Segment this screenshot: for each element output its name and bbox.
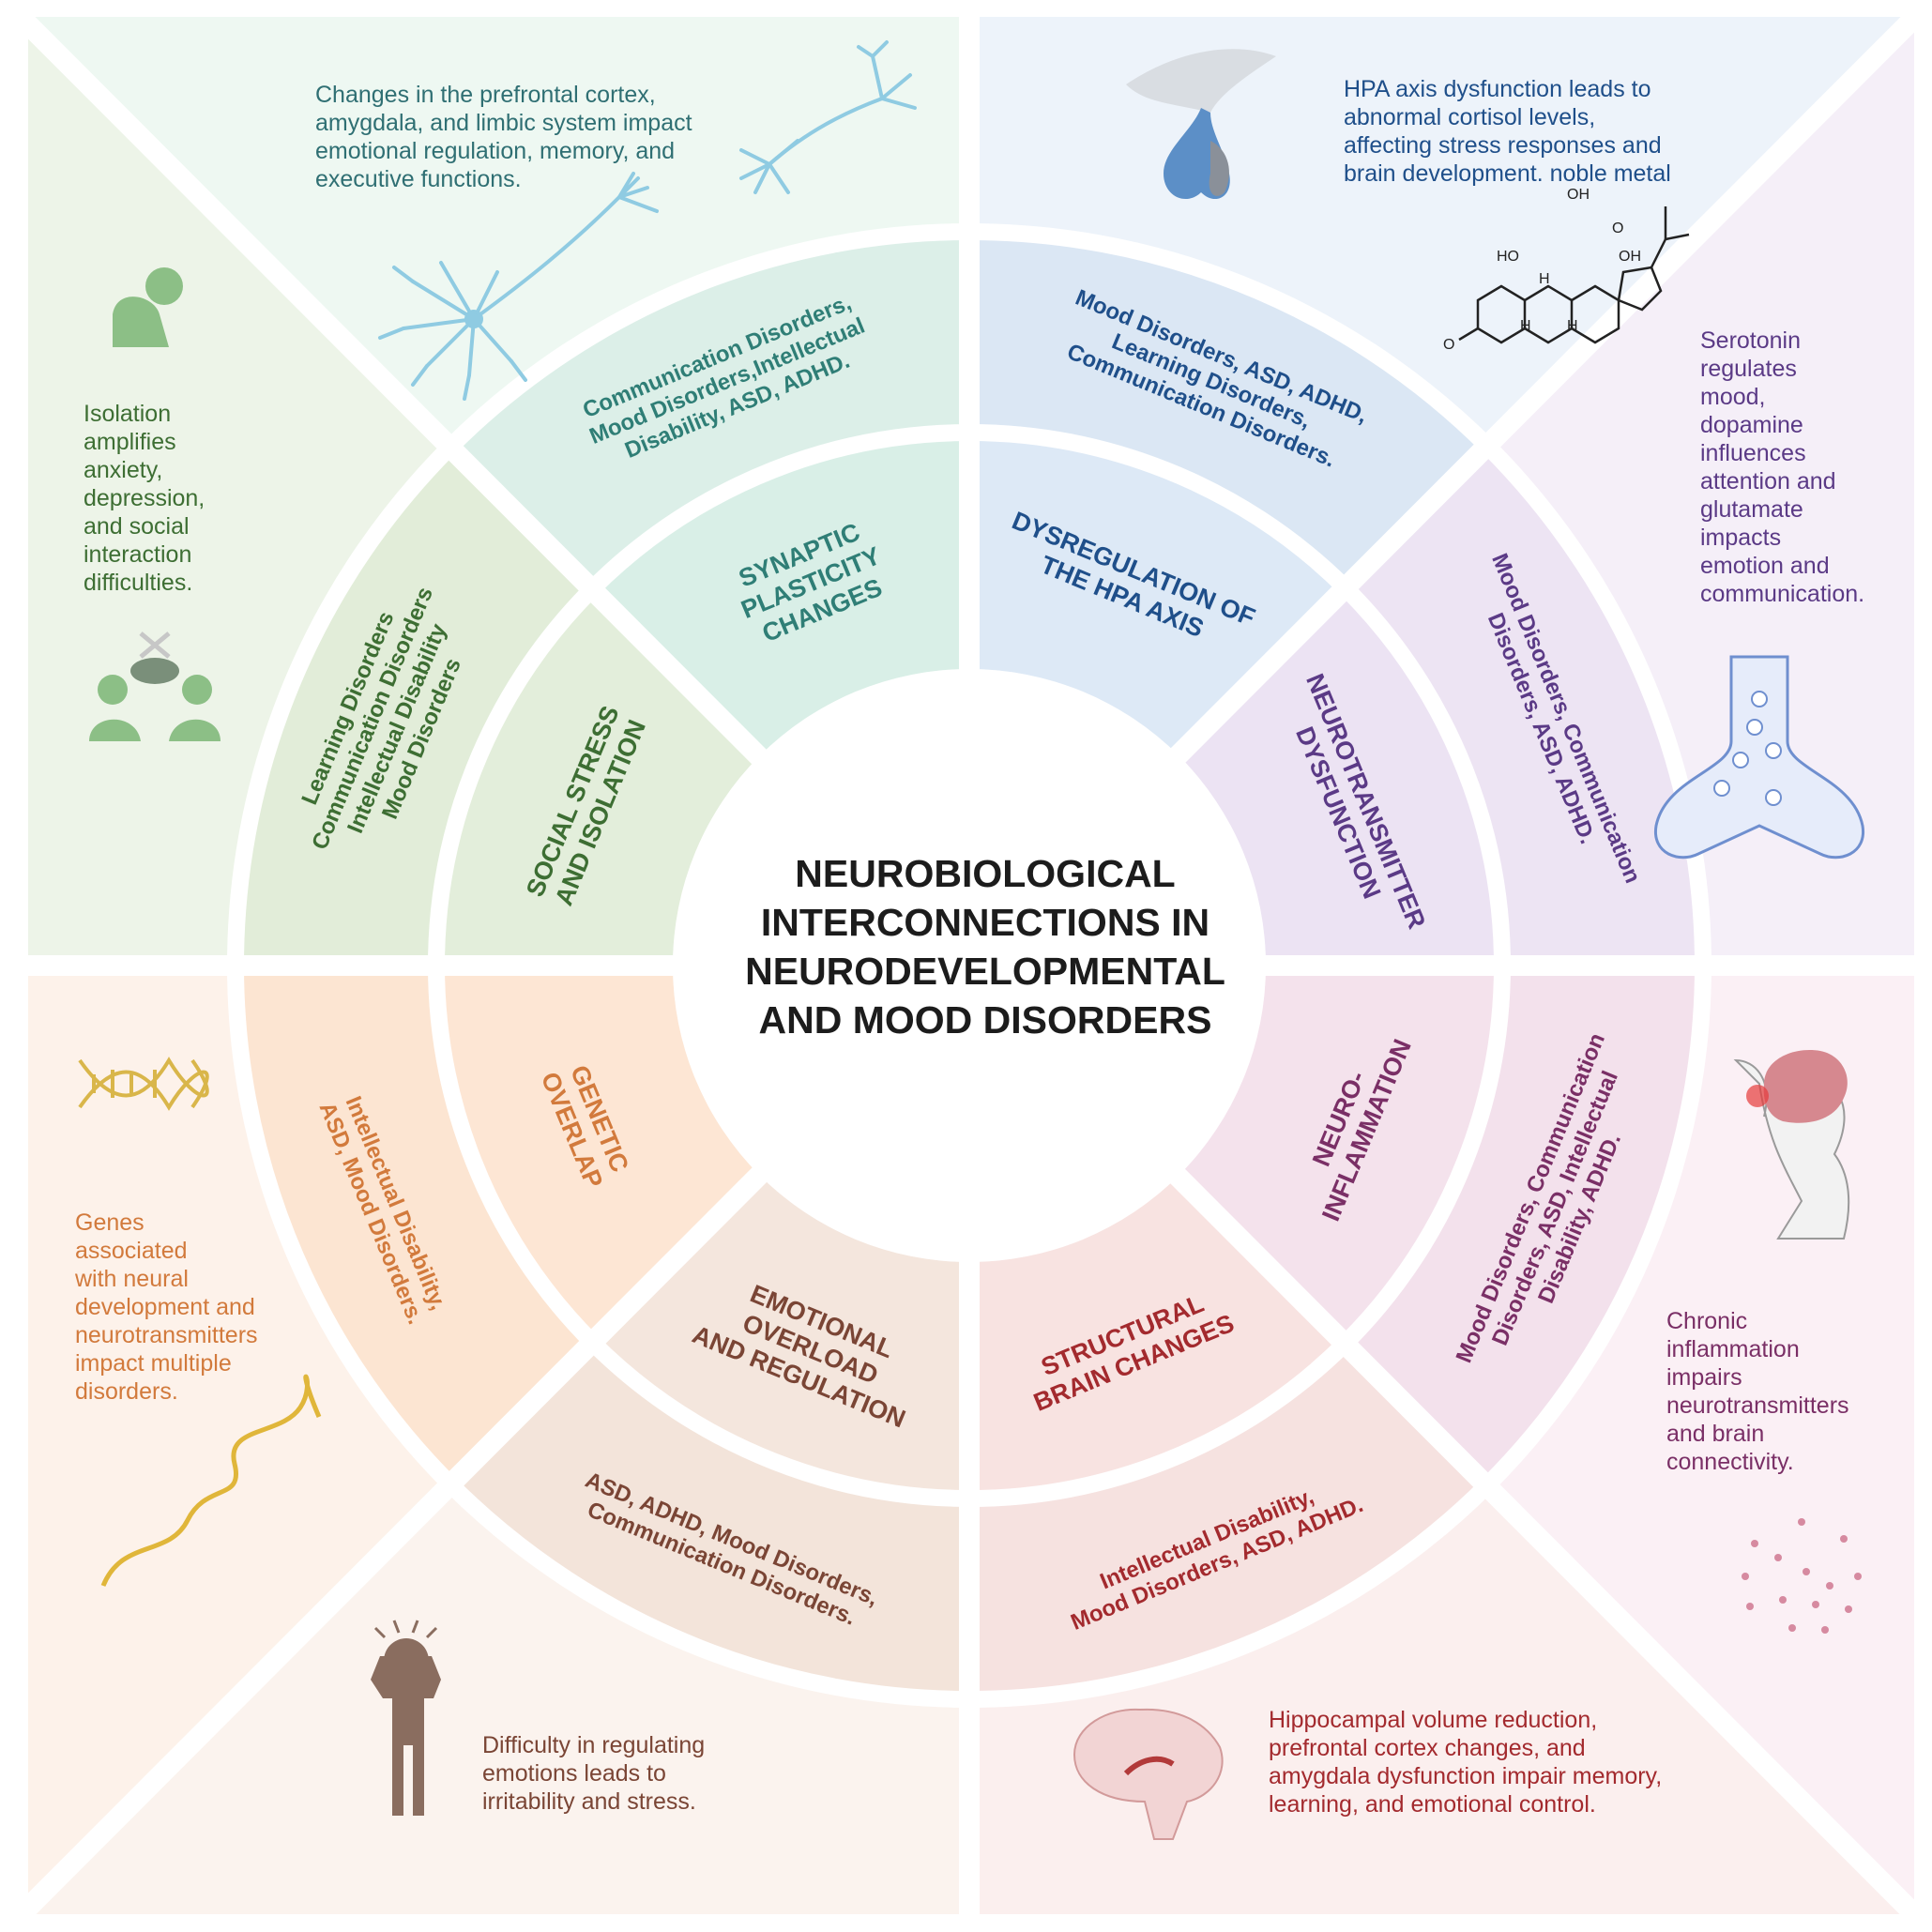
stressed-person-icon (371, 1620, 441, 1816)
svg-text:OH: OH (1567, 187, 1590, 203)
chromosome-coil-icon (100, 1374, 322, 1587)
svg-text:H: H (1539, 271, 1550, 287)
hpa-disorders-segment (969, 232, 1488, 589)
synaptic-description: Changes in the prefrontal cortex,amygdal… (315, 82, 692, 192)
isolated-person-icon (113, 267, 183, 347)
emotional-disorders-segment (450, 1342, 970, 1699)
title-line: NEURODEVELOPMENTAL (745, 950, 1225, 993)
title-line: NEUROBIOLOGICAL (795, 852, 1176, 895)
structural-description: Hippocampal volume reduction,prefrontal … (1269, 1707, 1663, 1818)
cortisol-molecule-labels: OH O HO OH H H H O (1443, 187, 1641, 353)
synapse-icon (1654, 655, 1864, 860)
svg-text:OH: OH (1619, 249, 1641, 265)
svg-text:O: O (1612, 221, 1623, 236)
brain-hippocampus-icon (1072, 1708, 1224, 1840)
middle-ring-gap (428, 424, 1511, 1507)
outer-ring-gap (227, 223, 1711, 1708)
svg-text:HO: HO (1497, 249, 1519, 265)
genetic-disorders-segment (236, 966, 593, 1484)
pituitary-gland-icon (1126, 49, 1276, 200)
svg-text:H: H (1520, 318, 1531, 334)
synaptic-disorders-segment (450, 232, 970, 589)
inflammation-particles-icon (1742, 1518, 1862, 1634)
neuron-icon (378, 40, 917, 401)
title-line: INTERCONNECTIONS IN (760, 901, 1210, 944)
dna-icon (78, 1057, 209, 1111)
diagram-title: NEUROBIOLOGICAL INTERCONNECTIONS IN NEUR… (694, 849, 1276, 1044)
inflammation-disorders-segment (1346, 966, 1703, 1484)
structural-disorders-segment (969, 1342, 1488, 1699)
svg-text:O: O (1443, 337, 1454, 353)
social-disorders-segment (236, 447, 593, 966)
inflamed-brain-head-icon (1733, 1050, 1850, 1240)
two-people-conflict-icon (89, 631, 221, 741)
title-line: AND MOOD DISORDERS (758, 998, 1212, 1042)
center-disc (673, 669, 1266, 1262)
cortisol-molecule-icon (1458, 206, 1690, 344)
neurotransmitter-disorders-segment (1346, 447, 1703, 966)
svg-text:H: H (1567, 318, 1578, 334)
